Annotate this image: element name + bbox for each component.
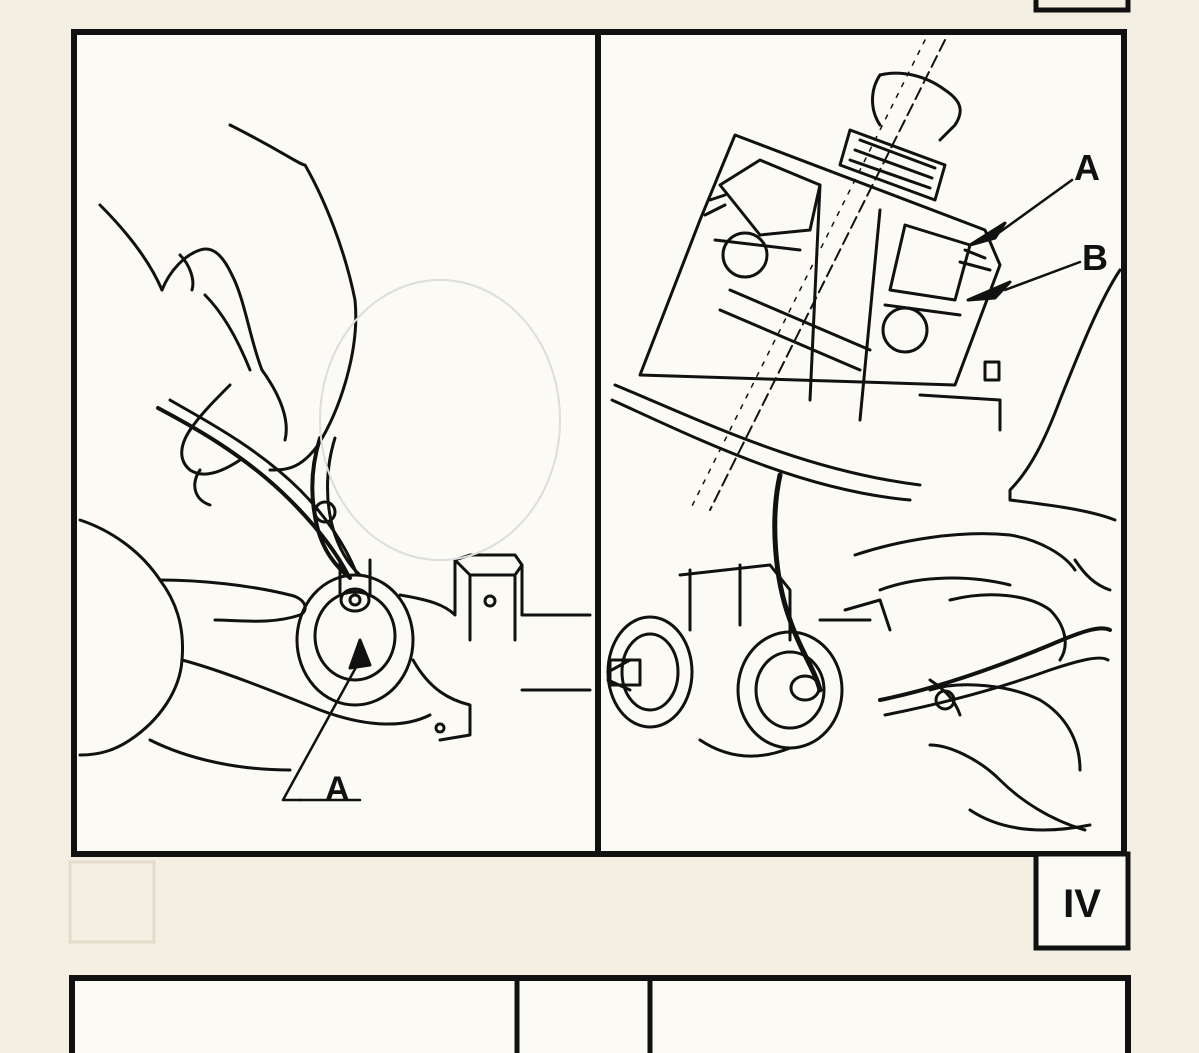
figure-number: IV — [1063, 882, 1101, 926]
left-panel-drawing — [78, 123, 592, 802]
right-label-a: A — [1074, 147, 1100, 188]
ghost-mark — [68, 860, 156, 944]
right-label-b: B — [1082, 237, 1108, 278]
table-frame — [69, 975, 1131, 1053]
left-label-a: A — [325, 770, 350, 808]
figure-number-box — [1033, 851, 1131, 951]
previous-figure-box-edge — [1033, 0, 1131, 13]
right-panel-drawing — [606, 39, 1122, 832]
